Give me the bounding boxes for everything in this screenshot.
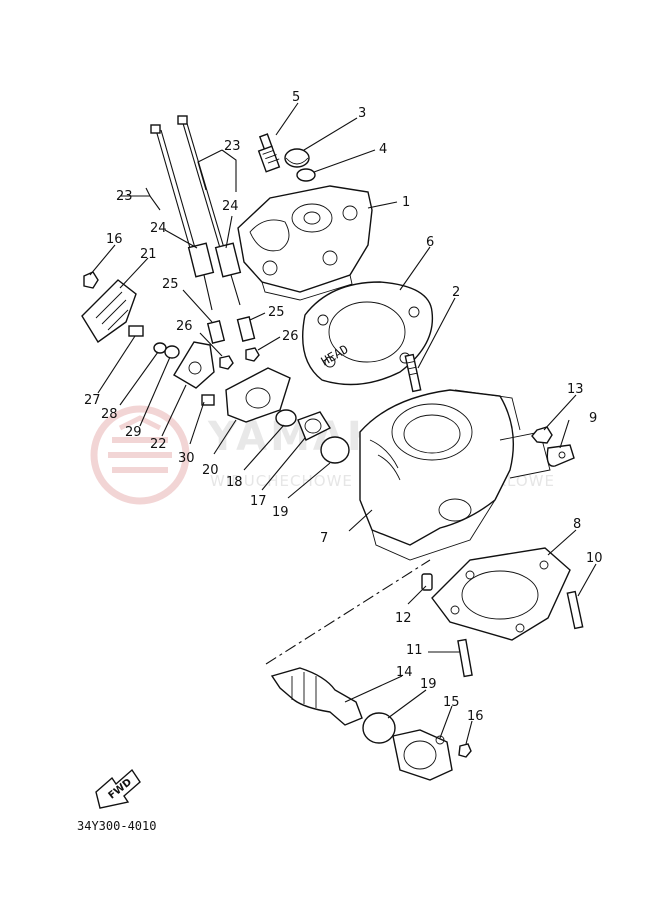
label-10: 10 (586, 551, 603, 566)
oil-seal (275, 409, 297, 427)
cylinder-head (237, 185, 373, 301)
label-1: 1 (402, 195, 410, 210)
bolt-lower (458, 743, 472, 758)
label-26-left: 26 (176, 319, 193, 334)
cylinder (359, 389, 551, 561)
cable-assemblies (150, 115, 242, 311)
label-3: 3 (358, 106, 366, 121)
label-7: 7 (320, 531, 328, 546)
label-22: 22 (150, 437, 167, 452)
label-25-right: 25 (268, 305, 285, 320)
stud-11 (457, 638, 473, 678)
label-23-top: 23 (224, 139, 241, 154)
label-29: 29 (125, 425, 142, 440)
washer-28 (153, 342, 167, 354)
label-27: 27 (84, 393, 101, 408)
label-20: 20 (202, 463, 219, 478)
label-9: 9 (589, 411, 597, 426)
valve-housing (392, 729, 453, 781)
fwd-arrow: FWD (95, 768, 141, 809)
washer-29 (164, 345, 180, 359)
label-28: 28 (101, 407, 118, 422)
label-16-upper: 16 (106, 232, 123, 247)
label-2: 2 (452, 285, 460, 300)
label-25-left: 25 (162, 277, 179, 292)
label-4: 4 (379, 142, 387, 157)
head-gasket: HEAD (302, 281, 434, 386)
label-17: 17 (250, 494, 267, 509)
label-30: 30 (178, 451, 195, 466)
label-15: 15 (443, 695, 460, 710)
pulley-lever (173, 341, 215, 389)
label-21: 21 (140, 247, 157, 262)
label-6: 6 (426, 235, 434, 250)
label-12: 12 (395, 611, 412, 626)
label-23-left: 23 (116, 189, 133, 204)
o-ring-upper (320, 436, 350, 464)
dowel-pin (421, 573, 433, 591)
adjuster-25b (236, 316, 256, 342)
housing-plate (225, 367, 291, 423)
label-26-right: 26 (282, 329, 299, 344)
valve-cover (81, 279, 137, 344)
bolt-27 (128, 325, 144, 337)
nut (531, 426, 553, 444)
o-ring-lower (362, 712, 396, 744)
spark-plug (257, 133, 281, 173)
leader-lines (89, 102, 597, 745)
stud-10 (566, 590, 584, 630)
nut-26a (219, 355, 234, 370)
bushing (297, 411, 332, 441)
label-24-left: 24 (150, 221, 167, 236)
label-18: 18 (226, 475, 243, 490)
nut-26b (245, 347, 260, 362)
bolt-30 (201, 394, 215, 406)
label-14: 14 (396, 665, 413, 680)
part-labels: 1 2 3 4 5 6 7 8 9 10 11 12 13 14 15 16 1… (84, 90, 603, 724)
adjuster-25a (206, 319, 226, 345)
base-gasket (431, 547, 571, 641)
stud-bolt (404, 353, 422, 393)
watermark-logo (90, 405, 190, 505)
label-13: 13 (567, 382, 584, 397)
label-24-right: 24 (222, 199, 239, 214)
cap (284, 148, 310, 168)
washer (296, 168, 316, 182)
label-5: 5 (292, 90, 300, 105)
label-19-upper: 19 (272, 505, 289, 520)
label-8: 8 (573, 517, 581, 532)
label-19-lower: 19 (420, 677, 437, 692)
clamp-bracket (546, 444, 575, 467)
drawing-code: 34Y300-4010 (77, 819, 156, 833)
label-16-lower: 16 (467, 709, 484, 724)
valve-shaft (270, 667, 363, 726)
label-11: 11 (406, 643, 423, 658)
